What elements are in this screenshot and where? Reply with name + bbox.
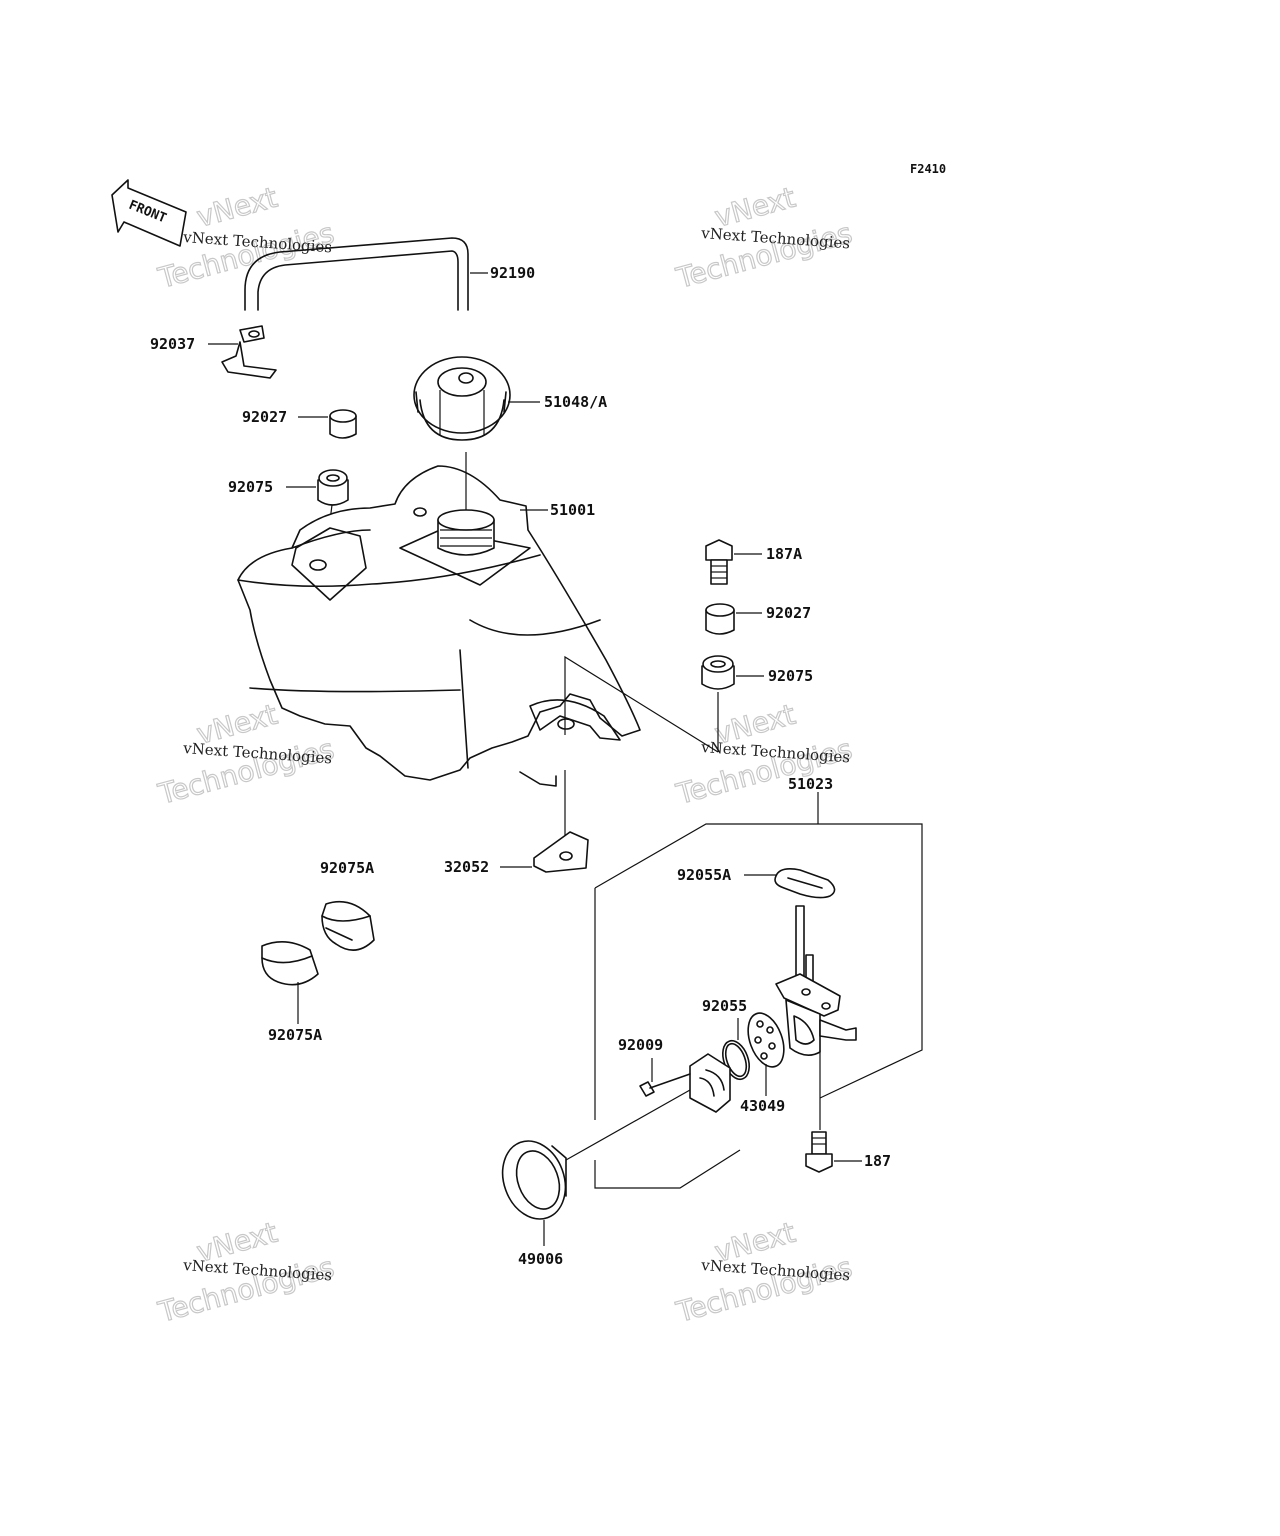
label-92055: 92055 [702, 997, 747, 1015]
label-49006: 49006 [518, 1250, 563, 1268]
label-92075-left: 92075 [228, 478, 273, 496]
screw-92009-part [639, 1058, 691, 1097]
fuel-tank-part [237, 452, 641, 787]
label-187A: 187A [766, 545, 802, 563]
figure-code: F2410 [910, 162, 946, 176]
gasket-92055A-part [744, 868, 836, 899]
label-92075A-top: 92075A [320, 859, 374, 877]
sediment-cup-49006-part [501, 1089, 691, 1246]
label-92037: 92037 [150, 335, 195, 353]
bracket-32052-part [500, 831, 589, 873]
fuel-cock-assembly-outline [594, 792, 923, 1189]
watermark-bottom-left: vNext Technologies vNext Technologies [154, 1215, 338, 1330]
bolt-187-part [805, 1131, 862, 1173]
grommet-right-part [701, 655, 764, 752]
label-92027-right: 92027 [766, 604, 811, 622]
label-187: 187 [864, 1152, 891, 1170]
watermark-top-right: vNext Technologies vNext Technologies [672, 180, 856, 296]
label-32052: 32052 [444, 858, 489, 876]
label-92055A: 92055A [677, 866, 731, 884]
mounting-reference-lines [564, 655, 719, 845]
watermark-mid-right: vNext Technologies vNext Technologies [672, 697, 856, 812]
bolt-187A-part [705, 539, 762, 585]
label-92027-left: 92027 [242, 408, 287, 426]
breather-hose-part [244, 237, 488, 311]
watermark-bottom-right: vNext Technologies vNext Technologies [672, 1215, 856, 1330]
protector-lower-part [261, 941, 319, 1024]
label-92075A-bottom: 92075A [268, 1026, 322, 1044]
collar-left-part [298, 409, 357, 439]
label-92075-right: 92075 [768, 667, 813, 685]
plate-43049-part [747, 1012, 785, 1096]
grommet-left-part [286, 469, 349, 561]
label-51048A: 51048/A [544, 393, 607, 411]
label-92009: 92009 [618, 1036, 663, 1054]
collar-right-part [705, 603, 762, 635]
label-51023: 51023 [788, 775, 833, 793]
label-43049: 43049 [740, 1097, 785, 1115]
fuel-cap-part [413, 356, 540, 441]
fuel-cock-body-part [775, 905, 857, 1130]
label-92190: 92190 [490, 264, 535, 282]
bracket-part [208, 325, 277, 379]
protector-upper-part [321, 900, 375, 951]
label-51001: 51001 [550, 501, 595, 519]
watermark-big-top: vNext [193, 181, 281, 234]
front-arrow-icon: FRONT [111, 179, 187, 247]
lever-part [689, 1053, 731, 1113]
